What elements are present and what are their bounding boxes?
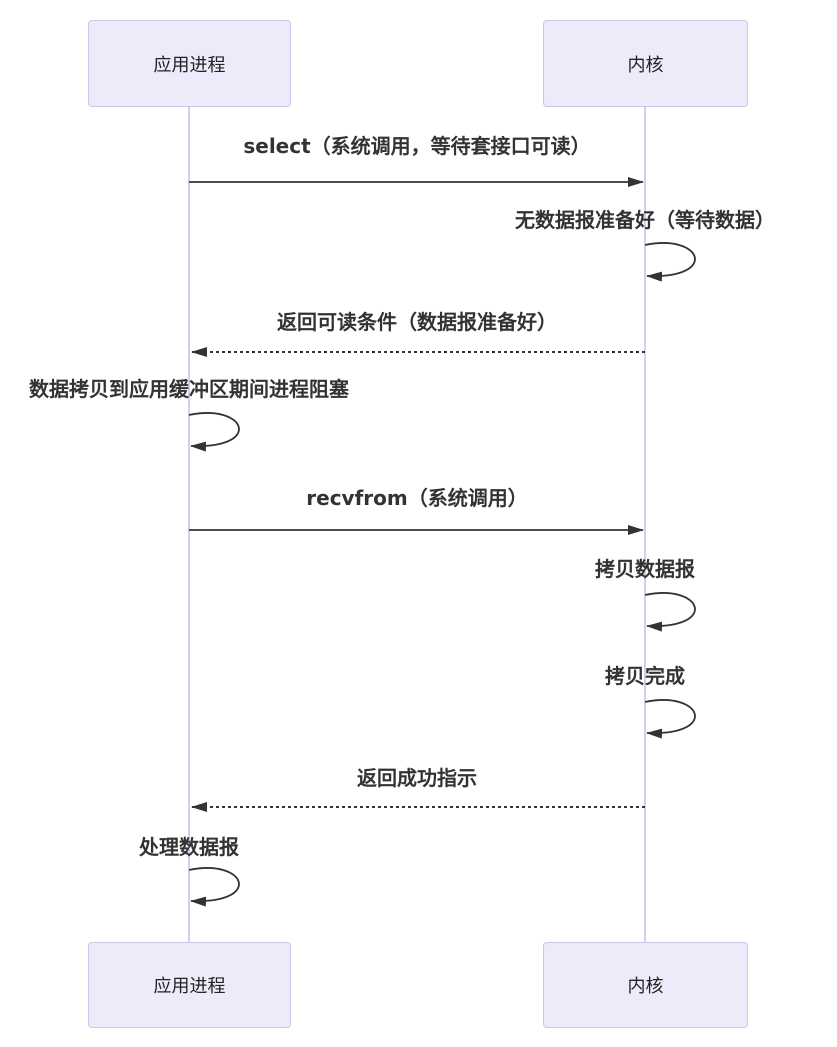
- actor-label-kernel: 内核: [627, 54, 664, 76]
- message-5-label: recvfrom（系统调用）: [306, 486, 528, 510]
- message-9-label: 处理数据报: [139, 835, 239, 859]
- message-1-label: select（系统调用，等待套接口可读）: [243, 134, 591, 158]
- message-6-label: 拷贝数据报: [595, 557, 695, 581]
- message-2-label: 无数据报准备好（等待数据）: [515, 208, 775, 232]
- actor-box-app-top: 应用进程: [88, 20, 291, 107]
- lifeline-app: [188, 107, 190, 942]
- actor-label-app: 应用进程: [153, 976, 226, 997]
- message-8-label: 返回成功指示: [357, 766, 477, 790]
- message-3-label: 返回可读条件（数据报准备好）: [277, 310, 557, 334]
- message-6-self-loop: [644, 592, 696, 632]
- message-2-self-loop: [644, 242, 696, 282]
- message-7-label: 拷贝完成: [605, 664, 685, 688]
- lifeline-kernel: [644, 107, 646, 942]
- actor-box-kernel-bottom: 内核: [543, 942, 748, 1028]
- message-4-self-loop: [188, 412, 240, 452]
- actor-box-kernel-top: 内核: [543, 20, 748, 107]
- actor-label-kernel: 内核: [627, 976, 664, 997]
- message-4-label: 数据拷贝到应用缓冲区期间进程阻塞: [29, 377, 349, 401]
- actor-box-app-bottom: 应用进程: [88, 942, 291, 1028]
- actor-label-app: 应用进程: [153, 54, 226, 76]
- message-7-self-loop: [644, 699, 696, 739]
- message-9-self-loop: [188, 867, 240, 907]
